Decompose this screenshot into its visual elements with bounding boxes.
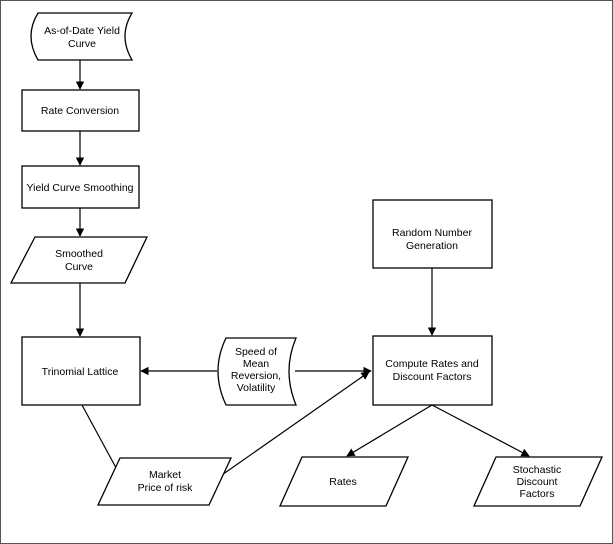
compute-rates-label-2: Discount Factors xyxy=(393,371,472,383)
edge-lattice-to-market-price xyxy=(81,404,122,478)
rates-node: Rates xyxy=(278,456,410,507)
stochastic-label-2: Discount xyxy=(517,476,558,488)
speed-label-1: Speed of xyxy=(235,346,277,358)
rate-conversion-label: Rate Conversion xyxy=(41,105,119,117)
market-price-of-risk-node: Market Price of risk xyxy=(96,457,233,506)
stochastic-label-1: Stochastic xyxy=(513,464,561,476)
rate-conversion-node: Rate Conversion xyxy=(21,89,140,132)
speed-label-2: Mean xyxy=(243,358,269,370)
smoothed-curve-label-1: Smoothed xyxy=(55,248,103,260)
as-of-date-yield-curve-node: As-of-Date Yield Curve xyxy=(30,12,134,61)
speed-label-4: Volatility xyxy=(237,382,276,394)
edge-market-price-to-compute xyxy=(218,371,370,478)
market-price-label-2: Price of risk xyxy=(138,482,194,494)
trinomial-lattice-node: Trinomial Lattice xyxy=(21,336,141,406)
smoothed-curve-label-2: Curve xyxy=(65,261,93,273)
stochastic-discount-factors-node: Stochastic Discount Factors xyxy=(472,456,604,507)
compute-rates-node: Compute Rates and Discount Factors xyxy=(372,335,493,406)
speed-label-3: Reversion, xyxy=(231,370,281,382)
stochastic-label-3: Factors xyxy=(519,488,554,500)
compute-rates-label-1: Compute Rates and xyxy=(385,358,479,370)
edge-compute-to-rates xyxy=(346,404,433,457)
as-of-date-yield-curve-label-1: As-of-Date Yield xyxy=(44,25,120,37)
market-price-label-1: Market xyxy=(149,469,181,481)
random-number-label-1: Random Number xyxy=(392,227,472,239)
random-number-label-2: Generation xyxy=(406,240,458,252)
smoothed-curve-node: Smoothed Curve xyxy=(9,236,149,284)
trinomial-lattice-label: Trinomial Lattice xyxy=(42,366,119,378)
rates-label: Rates xyxy=(329,476,356,488)
yield-curve-smoothing-node: Yield Curve Smoothing xyxy=(21,165,140,209)
speed-of-mean-reversion-node: Speed of Mean Reversion, Volatility xyxy=(217,337,297,406)
random-number-generation-node: Random Number Generation xyxy=(372,199,493,269)
yield-curve-smoothing-label: Yield Curve Smoothing xyxy=(27,182,134,194)
edge-compute-to-stochastic xyxy=(431,404,530,457)
as-of-date-yield-curve-label-2: Curve xyxy=(68,38,96,50)
